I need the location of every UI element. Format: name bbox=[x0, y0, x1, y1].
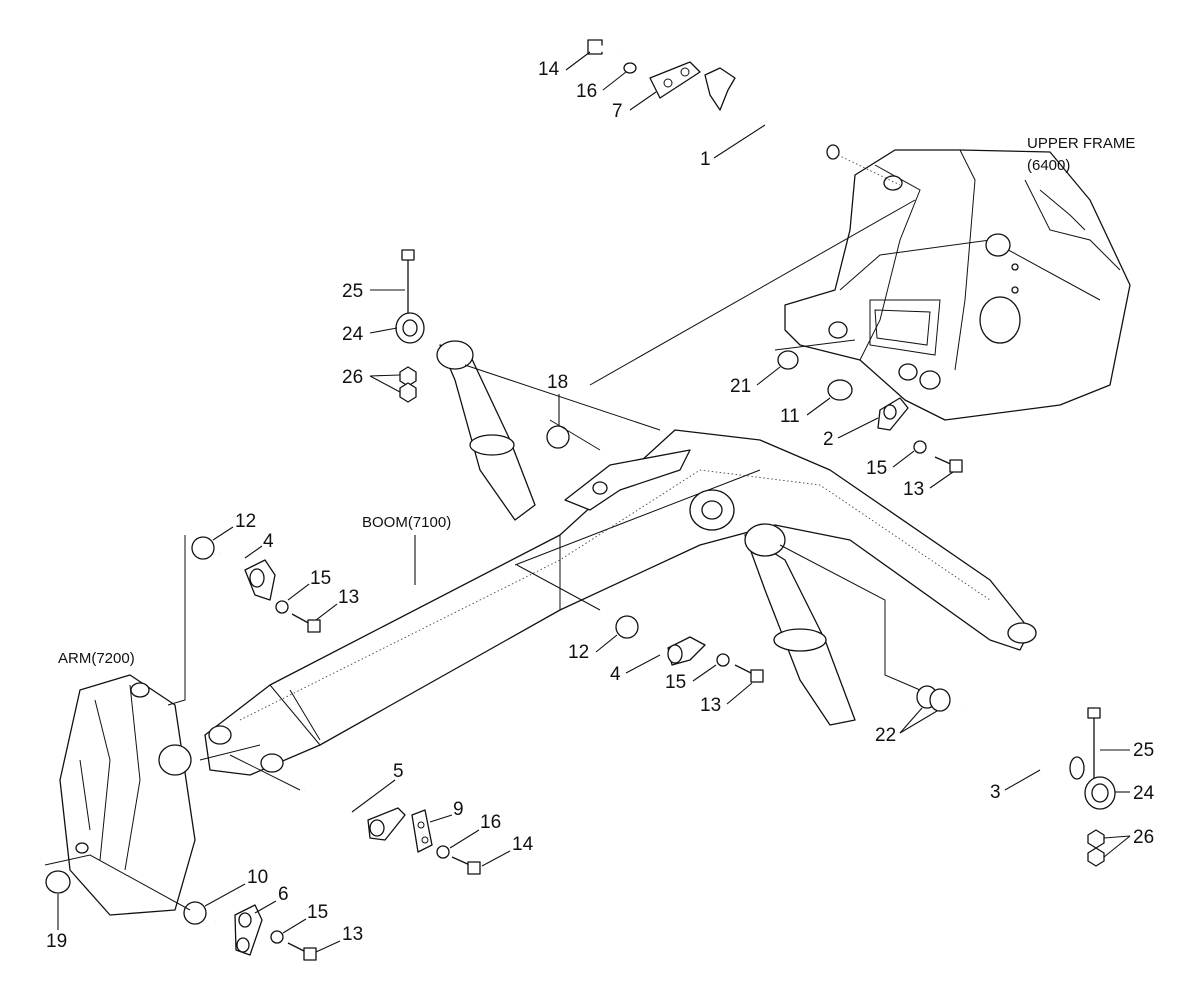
washer-19 bbox=[45, 870, 71, 894]
callout-13-middle: 13 bbox=[700, 695, 721, 716]
bolt-13-middle bbox=[734, 664, 764, 683]
pin-3 bbox=[955, 696, 1085, 780]
bolt-14-top bbox=[587, 39, 623, 58]
callout-15-middle: 15 bbox=[665, 672, 686, 693]
callout-14-top: 14 bbox=[538, 59, 560, 80]
washer-21 bbox=[777, 350, 799, 370]
callout-19: 19 bbox=[46, 931, 67, 952]
upper-frame bbox=[784, 149, 1131, 421]
callout-18: 18 bbox=[547, 372, 568, 393]
callout-4-middle: 4 bbox=[610, 664, 621, 685]
callout-22: 22 bbox=[875, 725, 896, 746]
plate-7 bbox=[649, 61, 701, 99]
callout-9: 9 bbox=[453, 799, 464, 820]
washer-12-left bbox=[191, 536, 215, 560]
bolt-13-lower bbox=[287, 942, 317, 961]
washer-12-middle bbox=[615, 615, 639, 639]
callout-25-upper: 25 bbox=[342, 281, 363, 302]
washer-18 bbox=[546, 425, 570, 449]
washer-16-lower bbox=[436, 845, 450, 859]
bolt-13-left bbox=[291, 613, 321, 633]
callout-4-left: 4 bbox=[263, 531, 274, 552]
upper-frame-code: (6400) bbox=[1027, 157, 1070, 174]
pin-1 bbox=[704, 67, 901, 186]
callout-3: 3 bbox=[990, 782, 1001, 803]
callout-12-middle: 12 bbox=[568, 642, 589, 663]
callout-11: 11 bbox=[780, 406, 800, 427]
washers-22 bbox=[916, 685, 951, 712]
clamp-24-lower bbox=[1084, 776, 1116, 810]
pin-4-middle bbox=[638, 624, 706, 666]
callout-13-left: 13 bbox=[338, 587, 359, 608]
washer-15-middle bbox=[716, 653, 730, 667]
callout-15-lower: 15 bbox=[307, 902, 328, 923]
assembly-lines bbox=[44, 199, 921, 911]
boom-label: BOOM(7100) bbox=[362, 514, 451, 531]
callout-24-lower: 24 bbox=[1133, 783, 1155, 804]
pin-4-left bbox=[215, 545, 276, 601]
callout-5: 5 bbox=[393, 761, 404, 782]
callout-26-upper: 26 bbox=[342, 367, 363, 388]
boom-cylinder-left bbox=[436, 340, 536, 521]
pin-6 bbox=[211, 904, 263, 956]
callout-2: 2 bbox=[823, 429, 834, 450]
bolt-25-lower bbox=[1087, 707, 1101, 778]
washer-11 bbox=[827, 379, 853, 401]
plate-9 bbox=[411, 809, 433, 853]
callout-6: 6 bbox=[278, 884, 289, 905]
bolt-14-lower bbox=[451, 856, 481, 875]
washer-15-upper bbox=[913, 440, 927, 454]
washer-15-lower bbox=[270, 930, 284, 944]
washer-10 bbox=[183, 901, 207, 925]
upper-frame-label: UPPER FRAME bbox=[1027, 135, 1135, 152]
arm-label: ARM(7200) bbox=[58, 650, 135, 667]
callout-1: 1 bbox=[700, 149, 711, 170]
washer-15-left bbox=[275, 600, 289, 614]
bolt-13-upper bbox=[934, 456, 963, 473]
callout-16-lower: 16 bbox=[480, 812, 501, 833]
callout-15-left: 15 bbox=[310, 568, 331, 589]
arm bbox=[59, 674, 196, 916]
callout-25-lower: 25 bbox=[1133, 740, 1154, 761]
clamp-24-upper bbox=[395, 312, 425, 344]
nuts-26-lower bbox=[1087, 829, 1105, 867]
callouts: 14 16 7 1 25 24 26 18 21 11 2 15 13 12 4… bbox=[46, 51, 1155, 953]
callout-14-lower: 14 bbox=[512, 834, 534, 855]
callout-13-upper: 13 bbox=[903, 479, 924, 500]
callout-10: 10 bbox=[247, 867, 268, 888]
callout-15-upper: 15 bbox=[866, 458, 887, 479]
bolt-25-upper bbox=[401, 249, 415, 315]
callout-7: 7 bbox=[612, 101, 623, 122]
callout-24-upper: 24 bbox=[342, 324, 364, 345]
nuts-26-upper bbox=[399, 366, 417, 403]
boom-cylinder-right bbox=[744, 523, 856, 726]
callout-12-left: 12 bbox=[235, 511, 256, 532]
washer-16-top bbox=[623, 62, 637, 74]
callout-16-top: 16 bbox=[576, 81, 597, 102]
callout-21: 21 bbox=[730, 376, 751, 397]
pin-2 bbox=[856, 393, 909, 431]
pin-5 bbox=[301, 783, 406, 841]
callout-13-lower: 13 bbox=[342, 924, 363, 945]
boom bbox=[204, 429, 1037, 776]
callout-26-lower: 26 bbox=[1133, 827, 1154, 848]
